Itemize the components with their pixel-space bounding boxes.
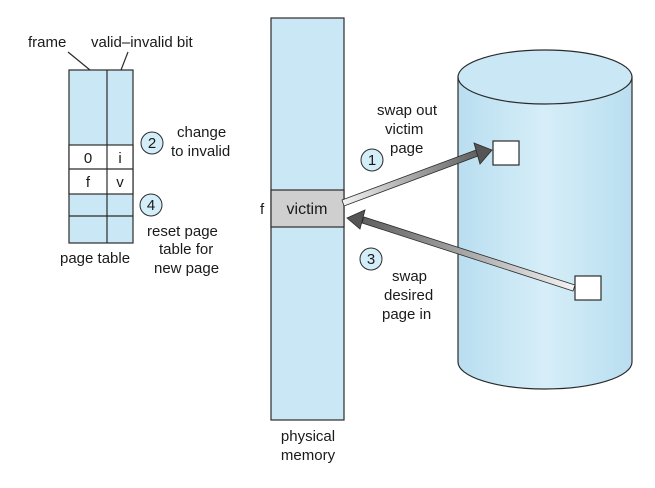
step-1-line-1: swap out	[377, 102, 438, 119]
step-1: 1 swap out victim page	[360, 102, 438, 172]
step-4-line-1: reset page	[147, 223, 218, 240]
disk-body	[457, 76, 633, 390]
desired-page-slot	[574, 275, 602, 301]
step-1-line-2: victim	[385, 121, 423, 138]
row2-bit-cell: v	[116, 174, 124, 191]
step-2-line-1: change	[177, 124, 226, 141]
step-2-badge	[140, 131, 164, 155]
page-table: frame valid–invalid bit 0 i f v page tab…	[28, 34, 194, 267]
step-3-line-1: swap	[392, 268, 427, 285]
step-4-line-3: new page	[154, 260, 219, 277]
step-4: 4 reset page table for new page	[139, 193, 219, 277]
step-4-line-2: table for	[159, 241, 213, 258]
physical-memory: victim f physical memory	[260, 17, 345, 464]
step-3-badge	[359, 247, 383, 271]
physical-memory-caption-line-1: physical	[281, 428, 335, 445]
step-4-badge	[139, 193, 163, 217]
swap-in-arrow	[346, 209, 576, 292]
step-2-number: 2	[148, 135, 156, 152]
swap-in-arrowhead	[346, 209, 366, 230]
frame-label: frame	[28, 34, 66, 51]
step-3: 3 swap desired page in	[359, 247, 433, 323]
step-3-line-3: page in	[382, 306, 431, 323]
disk-top	[457, 49, 633, 105]
step-1-badge	[360, 148, 384, 172]
step-2: 2 change to invalid	[140, 124, 230, 160]
step-3-number: 3	[367, 251, 375, 268]
step-1-line-3: page	[390, 140, 423, 157]
row2-frame-cell: f	[86, 174, 91, 191]
victim-frame	[270, 189, 345, 228]
page-table-caption: page table	[60, 250, 130, 267]
row1-frame-cell: 0	[84, 150, 92, 167]
swapped-out-page-slot	[492, 140, 520, 166]
step-4-number: 4	[147, 197, 155, 214]
bit-pointer-line	[120, 51, 129, 71]
step-2-line-2: to invalid	[171, 143, 230, 160]
step-1-number: 1	[368, 152, 376, 169]
backing-store-disk	[457, 49, 633, 390]
physical-memory-caption-line-2: memory	[281, 447, 336, 464]
step-3-line-2: desired	[384, 287, 433, 304]
frame-pointer-line	[67, 51, 91, 71]
swap-out-arrow	[341, 142, 493, 207]
swap-out-arrowhead	[473, 142, 493, 165]
valid-invalid-bit-label: valid–invalid bit	[91, 34, 194, 51]
frame-f-marker: f	[260, 201, 265, 218]
row1-bit-cell: i	[118, 150, 121, 167]
victim-label: victim	[287, 201, 328, 218]
